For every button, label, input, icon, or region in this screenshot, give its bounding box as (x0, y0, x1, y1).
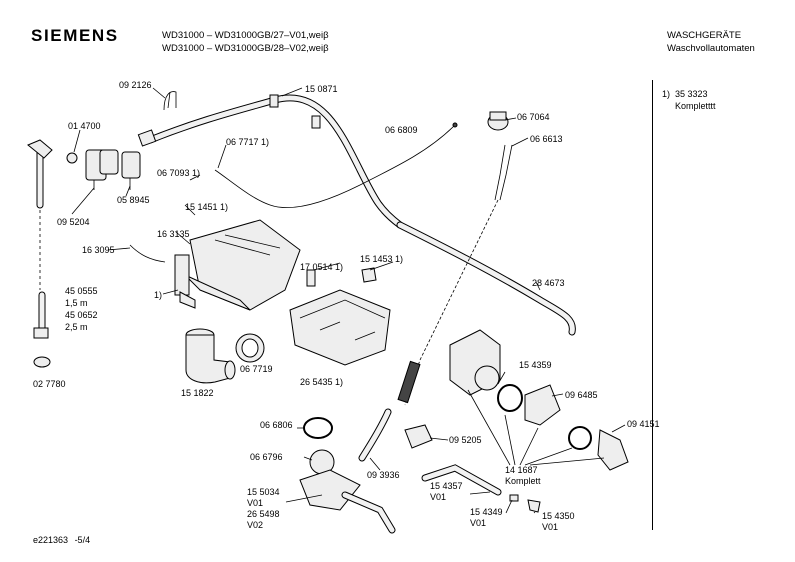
label-v01c: V01 (470, 518, 486, 528)
label-v01a: V01 (247, 498, 263, 508)
label-067717: 06 7717 1) (226, 137, 269, 147)
label-067719: 06 7719 (240, 364, 273, 374)
supply-hose-drawing (27, 139, 53, 339)
label-155034: 15 5034 (247, 487, 280, 497)
hook-drawing (163, 91, 177, 111)
footer-doc-id: e221363 -5/4 (33, 535, 90, 545)
label-265498: 26 5498 (247, 509, 280, 519)
seal-drawing (33, 356, 51, 368)
plug-drawing (527, 499, 541, 513)
clamp-drawing (404, 424, 433, 449)
label-094151: 09 4151 (627, 419, 660, 429)
drain-pump-drawing (449, 329, 629, 471)
dispenser-housing-drawing (174, 219, 301, 311)
label-151451: 15 1451 1) (185, 202, 228, 212)
label-151453: 15 1453 1) (360, 254, 403, 264)
note-ref: 1) (662, 89, 671, 99)
label-len1: 1,5 m (65, 298, 88, 308)
label-027780: 02 7780 (33, 379, 66, 389)
label-163135: 16 3135 (157, 229, 190, 239)
label-154350: 15 4350 (542, 511, 575, 521)
label-093936: 09 3936 (367, 470, 400, 480)
label-len2: 2,5 m (65, 322, 88, 332)
label-150871: 15 0871 (305, 84, 338, 94)
model-line-1: WD31000 – WD31000GB/27–V01,weiβ (162, 30, 329, 41)
air-trap-drawing (397, 360, 421, 404)
leader-lines (71, 87, 626, 514)
label-ref1: 1) (154, 290, 162, 300)
label-058945: 05 8945 (117, 195, 150, 205)
label-066796: 06 6796 (250, 452, 283, 462)
label-014700: 01 4700 (68, 121, 101, 131)
label-095204: 09 5204 (57, 217, 90, 227)
brand-logo: SIEMENS (31, 26, 119, 45)
label-154359: 15 4359 (519, 360, 552, 370)
inlet-hose-drawing (137, 94, 404, 229)
category-line-1: WASCHGERÄTE (667, 30, 742, 41)
label-265435: 26 5435 1) (300, 377, 343, 387)
label-095205: 09 5205 (449, 435, 482, 445)
label-v01b: V01 (430, 492, 446, 502)
label-066613: 06 6613 (530, 134, 563, 144)
label-154357: 15 4357 (430, 481, 463, 491)
label-151822: 15 1822 (181, 388, 214, 398)
label-284673: 28 4673 (532, 278, 565, 288)
category-line-2: Waschvollautomaten (667, 43, 755, 54)
pressure-tube-drawing (404, 199, 499, 406)
label-141687: 14 1687 (505, 465, 538, 475)
cable-drawing (214, 124, 456, 208)
page-number: -5/4 (74, 535, 91, 545)
doc-id: e221363 (33, 535, 69, 545)
label-066809: 06 6809 (385, 125, 418, 135)
ring-seal-drawing (235, 333, 265, 363)
model-line-2: WD31000 – WD31000GB/28–V02,weiβ (162, 43, 329, 54)
sump-drawing (299, 417, 396, 534)
label-067064: 06 7064 (517, 112, 550, 122)
label-komplett: Komplett (505, 476, 541, 486)
label-163095: 16 3095 (82, 245, 115, 255)
label-067093: 06 7093 1) (157, 168, 200, 178)
label-096485: 09 6485 (565, 390, 598, 400)
label-v01d: V01 (542, 522, 558, 532)
notes-divider (652, 80, 653, 530)
label-170514: 17 0514 1) (300, 262, 343, 272)
label-066806: 06 6806 (260, 420, 293, 430)
label-154349: 15 4349 (470, 507, 503, 517)
clip-hose-drawing (129, 244, 166, 263)
drain-hose-drawing (396, 221, 576, 336)
cable-end-drawing (452, 122, 458, 128)
screw-drawing (509, 494, 519, 502)
label-450652: 45 0652 (65, 310, 98, 320)
note-text: Kompletttt (675, 101, 716, 111)
label-v02: V02 (247, 520, 263, 530)
bellows-drawing (185, 328, 236, 384)
dispenser-drawer-drawing (289, 267, 391, 366)
label-450555: 45 0555 (65, 286, 98, 296)
inlet-valve-drawing (66, 149, 141, 190)
label-092126: 09 2126 (119, 80, 152, 90)
pressure-switch-drawing (487, 111, 513, 201)
note-part: 35 3323 (675, 89, 708, 99)
